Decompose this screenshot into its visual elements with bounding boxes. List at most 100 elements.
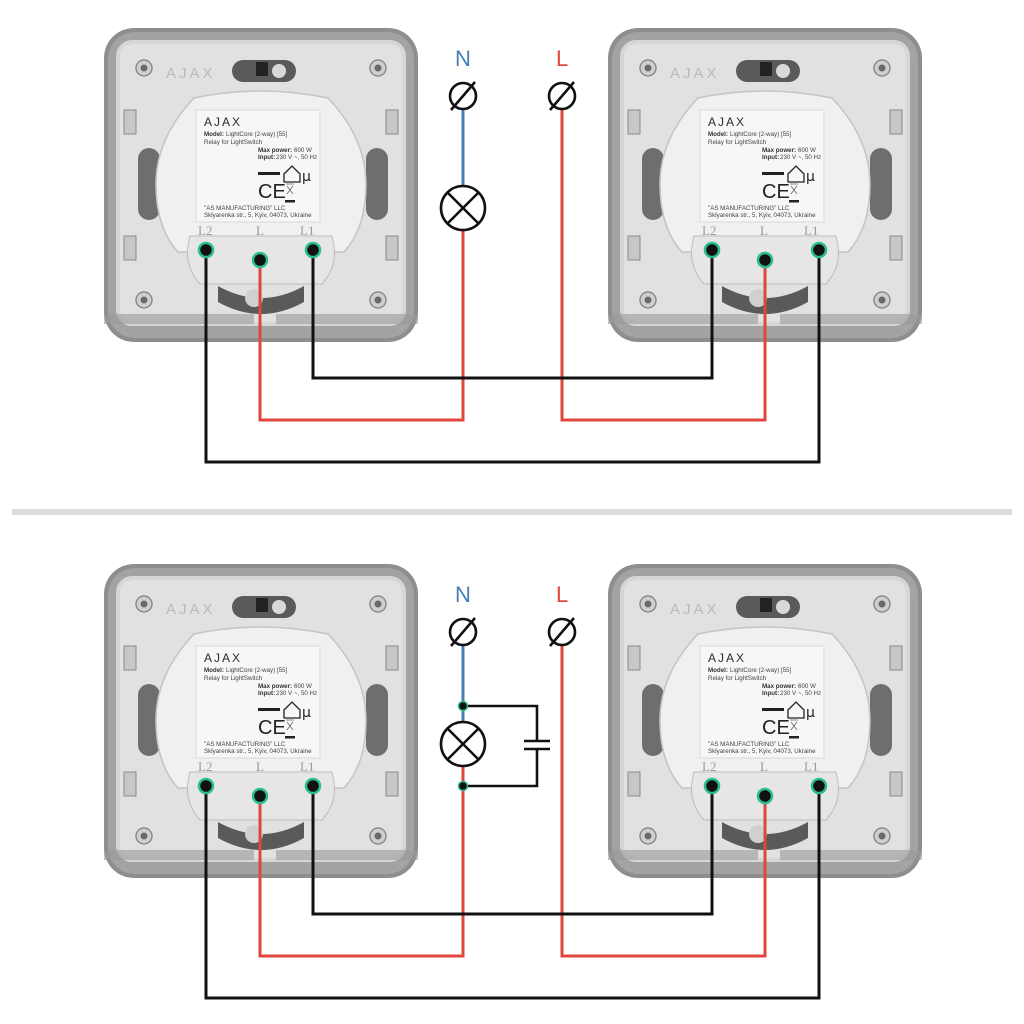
device-manufacturer: "AS MANUFACTURING" LLC [204,741,286,748]
house-icon [787,165,805,183]
terminal-label-l2: L2 [198,223,212,238]
device-brand: AJAX [708,115,746,129]
house-icon [283,165,301,183]
neutral-terminal-icon [448,617,478,647]
weee-bar [789,200,799,203]
device-max-power-value: 600 W [798,147,816,154]
device-max-power-value: 600 W [798,683,816,690]
terminal-dots [197,241,828,269]
device-model-value: LightCore (2-way) [55] [730,667,791,674]
capacitor-branch [457,700,550,792]
device-address: Sklyarenka str., 5, Kyiv, 04073, Ukraine [708,212,816,219]
weee-bin-icon [790,719,798,731]
weee-bar [285,200,295,203]
device-input-value: 230 V ~, 50 Hz [780,690,821,697]
device-ce-mark: CE [258,181,286,203]
polarity-mark [762,708,784,711]
device-brand: AJAX [204,115,242,129]
neutral-label: N [455,46,471,71]
device-input-label: Input: [258,154,275,161]
device-model-label: Model: [204,131,224,138]
device-micro-mark: μ [302,705,311,721]
wire-traveler-l1-l2 [311,786,714,916]
device-brand-emboss: AJAX [166,601,216,618]
device-max-power-label: Max power: [762,147,796,154]
terminal-dots [197,777,828,805]
device-model-label: Model: [204,667,224,674]
device-address: Sklyarenka str., 5, Kyiv, 04073, Ukraine [204,212,312,219]
wire-traveler-l1-l2 [311,250,714,380]
wire-line-to-right-l [560,646,767,958]
terminal-label-l1: L1 [300,759,314,774]
wire-traveler-l2-l1 [204,250,821,464]
left-device: AJAX AJAX Model: LightCore (2-way) [55] … [103,563,419,879]
terminal-label-l1: L1 [300,223,314,238]
wire-lamp-to-left-l [258,230,465,422]
device-input-label: Input: [762,690,779,697]
left-device: AJAX AJAX Model: LightCore (2-way) [55] … [103,27,419,343]
device-max-power-value: 600 W [294,147,312,154]
device-max-power-label: Max power: [762,683,796,690]
device-micro-mark: μ [302,169,311,185]
device-brand: AJAX [708,651,746,665]
device-input-label: Input: [258,690,275,697]
neutral-label: N [455,582,471,607]
device-brand: AJAX [204,651,242,665]
terminal-label-l2: L2 [198,759,212,774]
polarity-mark [258,708,280,711]
device-ce-mark: CE [258,717,286,739]
device-brand-emboss: AJAX [670,65,720,82]
device-subtitle: Relay for LightSwitch [708,139,767,146]
device-manufacturer: "AS MANUFACTURING" LLC [708,205,790,212]
terminal-label-l: L [760,759,768,774]
diagram-lamp-only: AJAX AJAX Model: LightCore (2-way) [55] … [103,27,923,464]
weee-bar [789,736,799,739]
device-address: Sklyarenka str., 5, Kyiv, 04073, Ukraine [708,748,816,755]
right-device: AJAX AJAX Model: LightCore (2-way) [55] … [607,563,923,879]
weee-bar [285,736,295,739]
device-max-power-value: 600 W [294,683,312,690]
device-ce-mark: CE [762,717,790,739]
device-model-value: LightCore (2-way) [55] [730,131,791,138]
device-brand-emboss: AJAX [670,601,720,618]
terminal-label-l: L [760,223,768,238]
polarity-mark [258,172,280,175]
device-micro-mark: μ [806,169,815,185]
wire-traveler-l2-l1 [204,786,821,1000]
section-divider [12,509,1012,515]
terminal-label-l2: L2 [702,759,716,774]
device-micro-mark: μ [806,705,815,721]
line-label: L [556,582,568,607]
line-terminal-icon [547,81,577,111]
device-model-value: LightCore (2-way) [55] [226,667,287,674]
lamp-icon [439,184,487,232]
terminal-label-l1: L1 [804,223,818,238]
wire-lamp-to-left-l [258,766,465,958]
diagram-lamp-with-capacitor: AJAX AJAX Model: LightCore (2-way) [55] … [103,563,923,1000]
device-input-value: 230 V ~, 50 Hz [276,690,317,697]
device-subtitle: Relay for LightSwitch [708,675,767,682]
right-device: AJAX AJAX Model: LightCore (2-way) [55] … [607,27,923,343]
neutral-terminal-icon [448,81,478,111]
line-terminal-icon [547,617,577,647]
device-manufacturer: "AS MANUFACTURING" LLC [708,741,790,748]
weee-bin-icon [286,719,294,731]
weee-bin-icon [790,183,798,195]
device-ce-mark: CE [762,181,790,203]
house-icon [283,701,301,719]
device-subtitle: Relay for LightSwitch [204,139,263,146]
device-input-value: 230 V ~, 50 Hz [780,154,821,161]
lamp-icon [439,720,487,768]
line-label: L [556,46,568,71]
house-icon [787,701,805,719]
wire-line-to-right-l [560,110,767,422]
device-subtitle: Relay for LightSwitch [204,675,263,682]
device-manufacturer: "AS MANUFACTURING" LLC [204,205,286,212]
device-input-value: 230 V ~, 50 Hz [276,154,317,161]
device-address: Sklyarenka str., 5, Kyiv, 04073, Ukraine [204,748,312,755]
weee-bin-icon [286,183,294,195]
device-brand-emboss: AJAX [166,65,216,82]
terminal-label-l: L [256,759,264,774]
device-max-power-label: Max power: [258,683,292,690]
